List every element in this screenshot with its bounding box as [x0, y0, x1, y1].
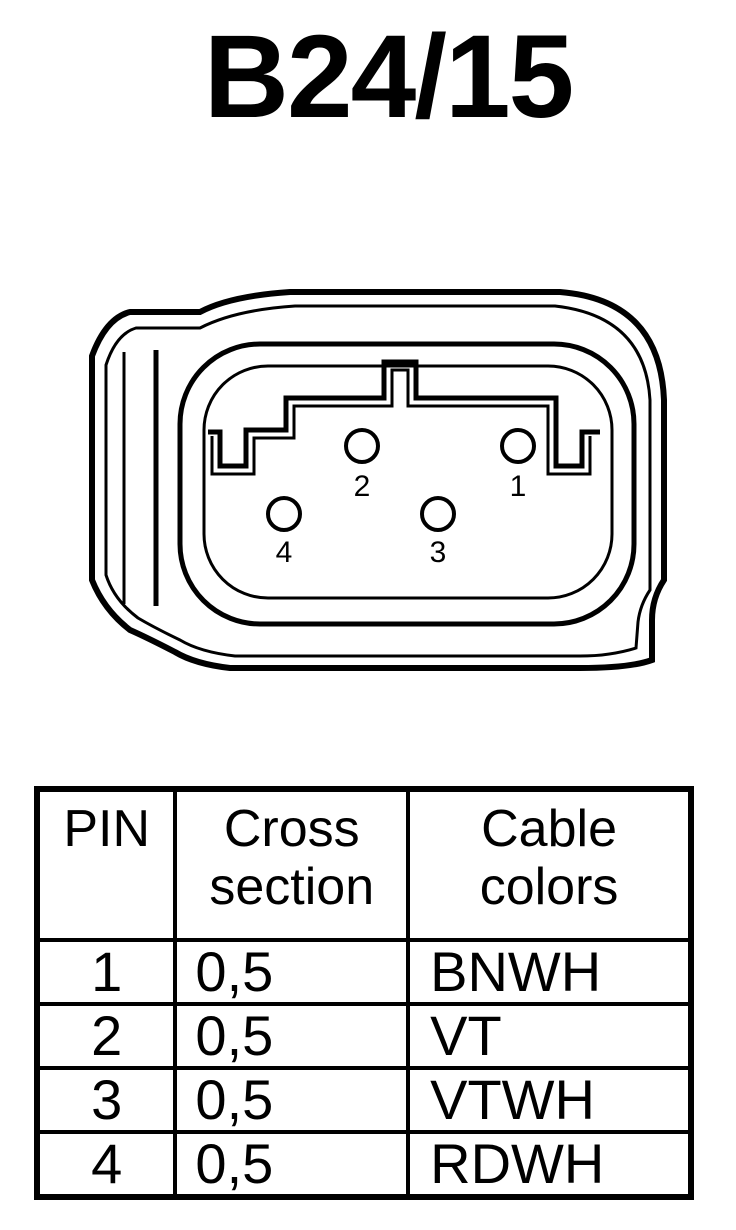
cell-cable-color: RDWH [406, 1130, 693, 1199]
cell-cross-section: 0,5 [173, 1066, 411, 1134]
mating-face-outer [177, 341, 637, 627]
table-header-row: PIN Cross section Cable colors [34, 787, 693, 942]
connector-diagram: 1 2 3 4 [89, 289, 667, 671]
pin-2-contact [344, 428, 380, 464]
table-row: 4 0,5 RDWH [34, 1130, 693, 1199]
pin-3-label: 3 [430, 536, 447, 569]
pin-1-contact [500, 428, 536, 464]
header-pin: PIN [34, 787, 178, 942]
cell-cross-section: 0,5 [173, 1002, 411, 1070]
connector-title: B24/15 [203, 11, 575, 143]
cell-cross-section: 0,5 [173, 1130, 411, 1199]
header-cable-line1: Cable [481, 800, 617, 858]
cell-cable-color: BNWH [406, 938, 693, 1006]
cell-cable-color: VT [406, 1002, 693, 1070]
cell-pin: 4 [34, 1130, 178, 1199]
header-cable-colors: Cable colors [406, 787, 693, 942]
table-row: 1 0,5 BNWH [34, 938, 693, 1006]
cell-pin: 2 [34, 1002, 178, 1070]
connector-housing-inner [104, 304, 652, 658]
connector-housing-outer [89, 289, 667, 671]
pin-assignment-table: PIN Cross section Cable colors 1 0,5 BNW… [34, 786, 694, 1200]
table-row: 3 0,5 VTWH [34, 1066, 693, 1134]
pin-1-label: 1 [510, 470, 527, 503]
cell-cable-color: VTWH [406, 1066, 693, 1134]
header-pin-text: PIN [63, 800, 151, 858]
header-cable-line2: colors [479, 858, 619, 916]
header-cross-line1: Cross [223, 800, 360, 858]
cell-pin: 3 [34, 1066, 178, 1134]
table-row: 2 0,5 VT [34, 1002, 693, 1070]
header-cross-section: Cross section [173, 787, 411, 942]
header-cross-line2: section [209, 858, 375, 916]
keying-cavity-inner [210, 368, 592, 476]
mating-face-inner [202, 364, 614, 600]
cell-pin: 1 [34, 938, 178, 1006]
pin-4-contact [266, 496, 302, 532]
pin-4-label: 4 [276, 536, 293, 569]
keying-cavity [208, 359, 600, 469]
pin-2-label: 2 [354, 470, 371, 503]
pin-3-contact [420, 496, 456, 532]
cell-cross-section: 0,5 [173, 938, 411, 1006]
